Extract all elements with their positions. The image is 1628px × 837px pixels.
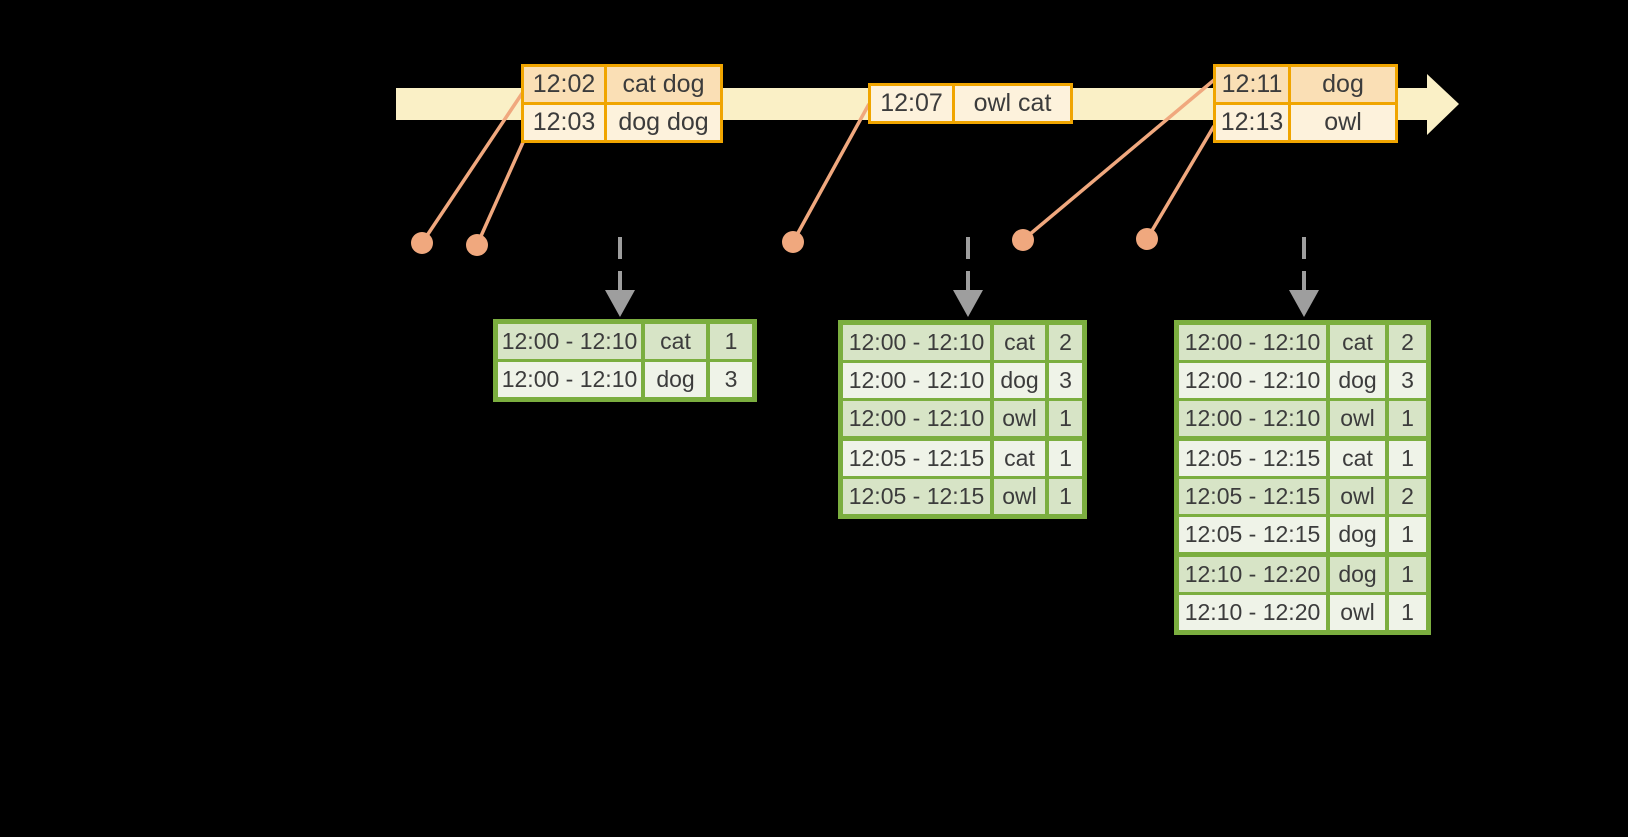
count-cell: 2 bbox=[1389, 325, 1426, 360]
word-cell: owl bbox=[994, 401, 1045, 436]
words-cell: dog bbox=[1291, 67, 1395, 102]
word-cell: cat bbox=[994, 441, 1045, 476]
count-cell: 2 bbox=[1389, 479, 1426, 514]
event-dot-icon bbox=[1136, 228, 1158, 250]
event-dot-icon bbox=[411, 232, 433, 254]
word-cell: dog bbox=[645, 362, 706, 397]
words-cell: owl bbox=[1291, 105, 1395, 140]
count-cell: 1 bbox=[1389, 401, 1426, 436]
word-cell: dog bbox=[994, 363, 1045, 398]
window-cell: 12:00 - 12:10 bbox=[843, 401, 990, 436]
count-cell: 1 bbox=[1389, 557, 1426, 592]
trigger-arrows bbox=[605, 237, 1319, 317]
count-cell: 3 bbox=[710, 362, 752, 397]
time-cell: 12:03 bbox=[524, 105, 604, 140]
word-cell: dog bbox=[1330, 363, 1385, 398]
word-cell: cat bbox=[1330, 325, 1385, 360]
count-cell: 3 bbox=[1389, 363, 1426, 398]
trigger-arrow-icon bbox=[953, 237, 983, 317]
event-connector-line bbox=[1145, 125, 1216, 240]
word-cell: owl bbox=[994, 479, 1045, 514]
time-cell: 12:11 bbox=[1216, 67, 1288, 102]
count-cell: 3 bbox=[1049, 363, 1082, 398]
window-cell: 12:05 - 12:15 bbox=[843, 479, 990, 514]
window-cell: 12:00 - 12:10 bbox=[498, 324, 641, 359]
window-cell: 12:00 - 12:10 bbox=[1179, 401, 1326, 436]
event-connector-line bbox=[791, 103, 871, 243]
time-cell: 12:02 bbox=[524, 67, 604, 102]
window-cell: 12:05 - 12:15 bbox=[1179, 517, 1326, 552]
word-cell: cat bbox=[645, 324, 706, 359]
words-cell: dog dog bbox=[607, 105, 720, 140]
count-cell: 2 bbox=[1049, 325, 1082, 360]
count-cell: 1 bbox=[1389, 595, 1426, 630]
trigger-arrow-icon bbox=[1289, 237, 1319, 317]
event-connector-line bbox=[420, 91, 525, 244]
word-cell: dog bbox=[1330, 557, 1385, 592]
window-cell: 12:00 - 12:10 bbox=[1179, 363, 1326, 398]
window-cell: 12:05 - 12:15 bbox=[1179, 441, 1326, 476]
word-cell: owl bbox=[1330, 401, 1385, 436]
window-cell: 12:00 - 12:10 bbox=[498, 362, 641, 397]
count-cell: 1 bbox=[710, 324, 752, 359]
word-cell: cat bbox=[1330, 441, 1385, 476]
event-connector-line bbox=[475, 139, 526, 246]
word-cell: owl bbox=[1330, 479, 1385, 514]
words-cell: cat dog bbox=[607, 67, 720, 102]
window-cell: 12:00 - 12:10 bbox=[843, 325, 990, 360]
words-cell: owl cat bbox=[955, 86, 1070, 121]
count-cell: 1 bbox=[1049, 479, 1082, 514]
window-cell: 12:00 - 12:10 bbox=[1179, 325, 1326, 360]
count-cell: 1 bbox=[1049, 441, 1082, 476]
window-cell: 12:05 - 12:15 bbox=[1179, 479, 1326, 514]
event-connector-line bbox=[1021, 78, 1216, 242]
time-cell: 12:07 bbox=[871, 86, 952, 121]
event-dots bbox=[411, 228, 1158, 256]
time-cell: 12:13 bbox=[1216, 105, 1288, 140]
window-cell: 12:10 - 12:20 bbox=[1179, 595, 1326, 630]
count-cell: 1 bbox=[1389, 517, 1426, 552]
event-connector-lines bbox=[420, 78, 1216, 246]
timeline-arrowhead-icon bbox=[1427, 74, 1459, 135]
trigger-arrow-icon bbox=[605, 237, 635, 317]
word-cell: dog bbox=[1330, 517, 1385, 552]
window-cell: 12:10 - 12:20 bbox=[1179, 557, 1326, 592]
count-cell: 1 bbox=[1389, 441, 1426, 476]
word-cell: cat bbox=[994, 325, 1045, 360]
window-cell: 12:05 - 12:15 bbox=[843, 441, 990, 476]
word-cell: owl bbox=[1330, 595, 1385, 630]
event-dot-icon bbox=[1012, 229, 1034, 251]
event-dot-icon bbox=[782, 231, 804, 253]
count-cell: 1 bbox=[1049, 401, 1082, 436]
event-dot-icon bbox=[466, 234, 488, 256]
window-cell: 12:00 - 12:10 bbox=[843, 363, 990, 398]
